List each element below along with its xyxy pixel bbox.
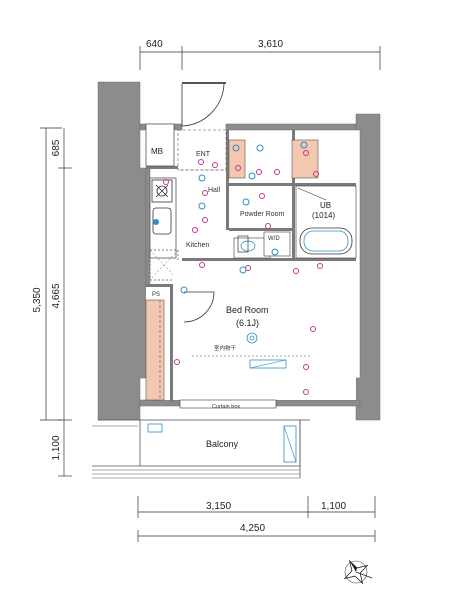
label-ent: ENT [196,151,211,158]
label-hall: Hall [208,187,221,194]
label-ub: UB [320,201,331,210]
mb-box [145,123,175,167]
entrance-area: MB ENT Hall [145,83,246,194]
sink-icon [152,207,172,235]
dim-top-left: 640 [146,39,163,50]
dimension-lines: 640 3,610 5,350 685 4,665 1,100 3,150 1,… [32,39,381,542]
kitchen: Kitchen [149,177,209,281]
label-wd: W/D [268,236,280,242]
label-balcony: Balcony [206,439,239,449]
dim-left-5350: 5,350 [32,287,43,312]
label-bedroom-size: (6.1J) [236,318,259,328]
bathtub-icon [299,227,353,255]
dim-left-1100: 1,100 [51,435,62,460]
dim-left-685: 685 [51,139,62,156]
closet [145,299,165,401]
label-ub-size: (1014) [312,211,335,220]
aircon-icon [249,359,287,369]
label-bedroom: Bed Room [226,305,269,315]
label-powder: Powder Room [240,211,285,218]
unit-bath: UB (1014) [295,185,357,259]
compass-icon [343,559,373,585]
dim-bottom-4250: 4,250 [240,523,265,534]
dim-bottom-3150: 3,150 [206,501,231,512]
dim-top-right: 3,610 [258,39,283,50]
label-ps: PS [152,292,160,298]
outlets [163,150,323,395]
bed-room: Bed Room (6.1J) 室内物干 PS Curtain box [145,261,356,410]
stove-icon [151,179,173,203]
fixtures [180,141,308,294]
walls [97,81,381,421]
powder-room: Powder Room W/D [233,139,319,259]
dim-bottom-1100: 1,100 [321,501,346,512]
balcony: Balcony [92,419,310,479]
label-mb: MB [151,147,163,156]
label-kitchen: Kitchen [186,242,209,249]
dim-left-4665: 4,665 [51,283,62,308]
label-remote: 室内物干 [214,344,237,352]
label-curtain: Curtain box [212,404,240,410]
